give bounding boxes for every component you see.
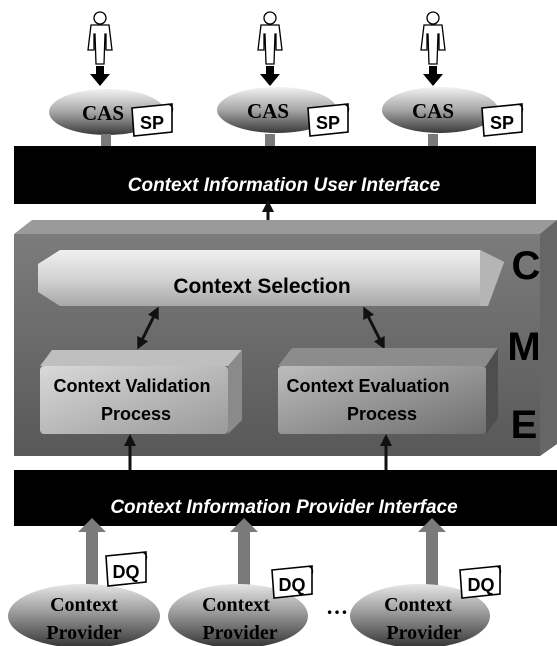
cas-node-3: CAS SP xyxy=(382,87,524,137)
provider-label-line1: Context xyxy=(384,594,452,616)
dq-scroll-icon xyxy=(459,565,502,599)
dq-label: DQ xyxy=(113,562,140,582)
evaluation-label-line1: Context Evaluation xyxy=(286,376,449,396)
sp-label: SP xyxy=(140,113,164,133)
user-group-1 xyxy=(87,11,113,86)
cas-label: CAS xyxy=(247,99,289,123)
dq-label: DQ xyxy=(468,575,495,595)
cas-label: CAS xyxy=(82,101,124,125)
context-evaluation-box: Context Evaluation Process xyxy=(278,348,498,434)
cme-letter-m: M xyxy=(507,325,540,369)
provider-label-line2: Provider xyxy=(386,622,461,644)
dq-label: DQ xyxy=(279,575,306,595)
sp-label: SP xyxy=(490,113,514,133)
cme-letter-c: C xyxy=(512,244,541,288)
context-provider-3: DQ Context Provider xyxy=(350,565,502,646)
provider-interface-bar: Context Information Provider Interface xyxy=(14,470,557,526)
down-arrow-icon xyxy=(260,66,280,86)
user-icon xyxy=(420,11,446,65)
cas-node-1: CAS SP xyxy=(49,89,174,137)
context-validation-box: Context Validation Process xyxy=(40,350,242,434)
selection-validation-connector xyxy=(137,306,159,350)
evaluation-label-line2: Process xyxy=(347,404,417,424)
context-selection-box: Context Selection xyxy=(38,250,504,306)
more-providers-ellipsis: … xyxy=(326,594,348,619)
provider-label-line1: Context xyxy=(202,594,270,616)
provider-up-arrow xyxy=(78,518,106,600)
cas-label: CAS xyxy=(412,99,454,123)
user-icon xyxy=(87,11,113,65)
user-group-2 xyxy=(257,11,283,86)
sp-label: SP xyxy=(316,113,340,133)
provider-up-arrow xyxy=(230,518,258,600)
sp-scroll-icon xyxy=(481,103,524,137)
cme-letter-e: E xyxy=(511,403,538,447)
validation-label-line2: Process xyxy=(101,404,171,424)
context-provider-2: DQ Context Provider xyxy=(168,565,314,646)
user-interface-label: Context Information User Interface xyxy=(128,175,441,196)
sp-scroll-icon xyxy=(131,103,174,137)
user-interface-bar: Context Information User Interface xyxy=(14,146,536,204)
dq-scroll-icon xyxy=(271,565,314,599)
user-group-3 xyxy=(420,11,446,86)
provider-label-line2: Provider xyxy=(46,622,121,644)
cas-node-2: CAS SP xyxy=(217,87,350,137)
validation-label-line1: Context Validation xyxy=(53,376,210,396)
user-icon xyxy=(257,11,283,65)
sp-scroll-icon xyxy=(307,103,350,137)
down-arrow-icon xyxy=(423,66,443,86)
context-selection-label: Context Selection xyxy=(173,275,350,298)
dq-scroll-icon xyxy=(105,551,148,587)
provider-interface-label: Context Information Provider Interface xyxy=(110,497,458,518)
context-provider-1: DQ Context Provider xyxy=(8,551,160,646)
provider-label-line1: Context xyxy=(50,594,118,616)
selection-evaluation-connector xyxy=(363,306,385,350)
down-arrow-icon xyxy=(90,66,110,86)
provider-label-line2: Provider xyxy=(202,622,277,644)
provider-up-arrow xyxy=(418,518,446,600)
